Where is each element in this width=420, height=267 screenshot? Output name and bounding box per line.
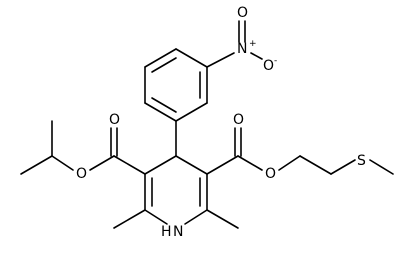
bond-benzene-inner-3 bbox=[151, 97, 177, 113]
bond-left-c-oether bbox=[89, 155, 115, 171]
bond-ch2-ch2 bbox=[299, 155, 332, 175]
bond-c3-carbonyl-left bbox=[113, 155, 146, 175]
atom-right-o-carbonyl: O bbox=[233, 112, 244, 128]
bond-c2-methyl bbox=[113, 209, 146, 229]
atom-thioether-s: S bbox=[357, 153, 366, 169]
atom-label-layer: N + O O - O O O O H N S bbox=[76, 5, 366, 240]
bond-isopropyl-left bbox=[20, 155, 53, 175]
bond-benzene-5 bbox=[144, 102, 177, 122]
atom-right-o-ether: O bbox=[265, 166, 276, 182]
atom-nitro-o-top: O bbox=[237, 5, 248, 21]
bond-benzene-1 bbox=[144, 48, 177, 68]
bond-c4-c3 bbox=[144, 155, 177, 175]
atom-ring-h: H bbox=[161, 224, 172, 240]
bond-benzene-2 bbox=[175, 48, 208, 68]
bond-layer bbox=[20, 20, 394, 229]
bond-benzene-4 bbox=[175, 102, 208, 122]
bond-s-methyl bbox=[369, 159, 394, 175]
bond-ch2-s bbox=[330, 159, 356, 175]
bond-c6-n1 bbox=[184, 209, 208, 225]
bond-right-oether-ch2 bbox=[278, 155, 301, 171]
atom-nitro-n-charge: + bbox=[249, 39, 257, 49]
bond-left-oether-ch bbox=[51, 155, 74, 171]
atom-left-o-carbonyl: O bbox=[109, 112, 120, 128]
bond-c2-n1 bbox=[144, 209, 168, 225]
bond-nitro-o-right bbox=[250, 52, 263, 60]
atom-ring-n: N bbox=[173, 224, 183, 240]
bond-right-c-oether bbox=[237, 155, 263, 171]
atom-nitro-o-right-charge: - bbox=[274, 56, 277, 66]
bond-c6-methyl bbox=[206, 209, 239, 229]
bond-ring-nitro bbox=[206, 52, 235, 68]
atom-nitro-n: N bbox=[237, 41, 247, 57]
bond-c4-c5 bbox=[175, 155, 208, 175]
atom-left-o-ether: O bbox=[76, 166, 87, 182]
bond-benzene-inner-1 bbox=[151, 57, 177, 73]
bond-c5-carbonyl-right bbox=[206, 155, 239, 175]
atom-nitro-o-right: O bbox=[263, 58, 274, 74]
